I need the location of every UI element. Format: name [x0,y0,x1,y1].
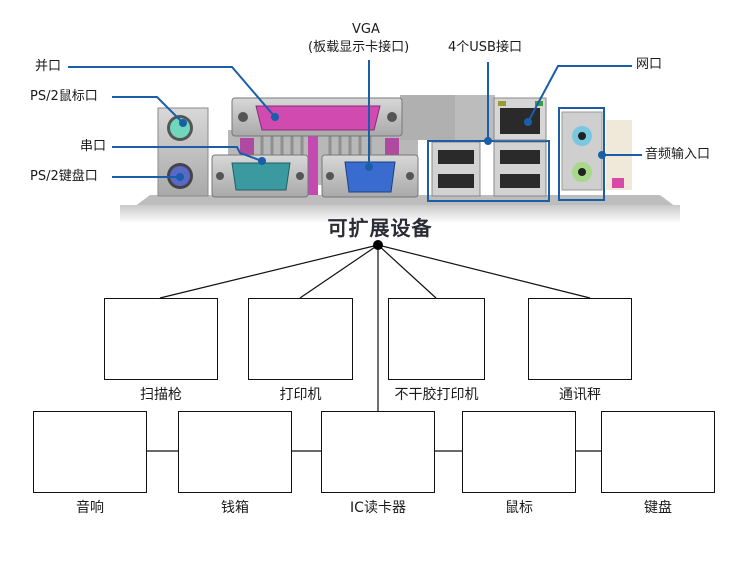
device-label: 钱箱 [221,500,249,516]
device-box-keyboard [601,411,715,493]
device-box-card-reader [321,411,435,493]
audio-port-label: 音频输入口 [645,147,711,162]
serial-port [211,154,309,198]
device-box-scale [528,298,632,380]
device-label: 打印机 [279,387,322,403]
callout-dots [176,113,606,181]
device-box-mouse [462,411,576,493]
device-label: 扫描枪 [140,387,182,403]
ps2-mouse-label: PS/2鼠标口 [30,89,98,104]
vga-sublabel: (板载显示卡接口) [308,40,410,55]
vga-port [321,154,419,198]
callout-lines [68,60,642,178]
usb-label: 4个USB接口 [448,40,522,55]
hub-dot [373,240,383,250]
usb-ports [427,140,550,202]
device-label: IC读卡器 [350,500,406,516]
ps2-keyboard-label: PS/2键盘口 [30,169,98,184]
motherboard-pcb [120,195,680,223]
device-box-speakers [33,411,147,493]
device-box-cash-drawer [178,411,292,493]
serial-port-label: 串口 [80,139,107,154]
device-label: 通讯秤 [559,387,601,403]
device-box-label-printer [388,298,485,380]
network-port-label: 网口 [636,57,663,72]
parallel-port-label: 并口 [35,59,62,74]
vga-label: VGA [352,22,380,37]
expandable-devices-title: 可扩展设备 [327,216,433,240]
tree-connectors [147,244,601,452]
audio-ports [558,107,632,201]
device-box-scanner [104,298,218,380]
device-box-printer [248,298,353,380]
parallel-port [231,97,403,137]
device-label: 不干胶打印机 [394,387,479,403]
device-label: 音响 [76,500,104,516]
device-label: 键盘 [644,500,672,516]
device-label: 鼠标 [505,500,533,516]
